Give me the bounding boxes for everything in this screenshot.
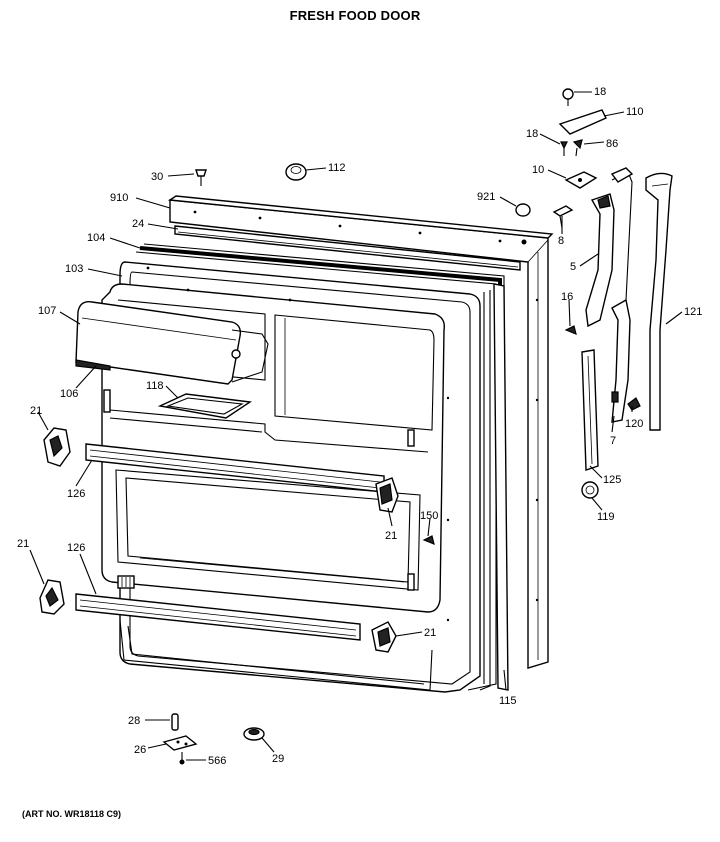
callout-103: 103 bbox=[65, 263, 83, 275]
top-hinge[interactable] bbox=[558, 88, 607, 135]
callout-21-lower-right: 21 bbox=[424, 627, 436, 639]
callout-86: 86 bbox=[606, 138, 618, 150]
pin-28 bbox=[171, 713, 179, 731]
hinge-screw-18 bbox=[560, 141, 568, 156]
callout-120: 120 bbox=[625, 418, 643, 430]
callout-115: 115 bbox=[499, 695, 517, 707]
screw-150 bbox=[422, 535, 435, 545]
callout-921: 921 bbox=[477, 191, 495, 203]
callout-125: 125 bbox=[603, 474, 621, 486]
callout-126-upper: 126 bbox=[67, 488, 85, 500]
handle-7[interactable] bbox=[611, 298, 631, 423]
outer-door bbox=[167, 195, 554, 669]
callout-10: 10 bbox=[532, 164, 544, 176]
shelf-bar-lower[interactable] bbox=[75, 593, 361, 641]
callout-8: 8 bbox=[558, 235, 564, 247]
shelf-end-cap-lower-left[interactable] bbox=[39, 579, 65, 615]
callout-118: 118 bbox=[146, 380, 164, 392]
screw-30 bbox=[195, 169, 207, 186]
handle-bar-125[interactable] bbox=[581, 349, 599, 471]
leader-lines bbox=[29, 91, 683, 761]
handle-trim-121[interactable] bbox=[645, 172, 673, 431]
callout-112: 112 bbox=[328, 162, 346, 174]
callout-121: 121 bbox=[684, 306, 702, 318]
callout-30: 30 bbox=[151, 171, 163, 183]
cap-921 bbox=[515, 203, 531, 217]
callout-16: 16 bbox=[561, 291, 573, 303]
callout-21-upper-right: 21 bbox=[385, 530, 397, 542]
door-assembly bbox=[75, 195, 554, 693]
callout-18: 18 bbox=[526, 128, 538, 140]
callout-106: 106 bbox=[60, 388, 78, 400]
callout-566: 566 bbox=[208, 755, 226, 767]
callout-150: 150 bbox=[420, 510, 438, 522]
callout-110: 110 bbox=[626, 106, 644, 118]
diagram-title: FRESH FOOD DOOR bbox=[290, 8, 421, 23]
callout-119: 119 bbox=[597, 511, 615, 523]
screw-16 bbox=[564, 325, 577, 335]
callout-18-top: 18 bbox=[594, 86, 606, 98]
side-gasket-strip bbox=[493, 283, 509, 691]
hinge-bracket-10[interactable] bbox=[564, 171, 598, 189]
callout-labels: 18 110 18 86 10 30 112 910 921 8 24 104 … bbox=[17, 86, 702, 767]
shelf-end-cap-lower-right[interactable] bbox=[371, 621, 397, 653]
shelf-end-cap-upper-right[interactable] bbox=[375, 477, 399, 513]
callout-104: 104 bbox=[87, 232, 105, 244]
plug-112 bbox=[285, 163, 307, 181]
door-trim bbox=[174, 225, 521, 271]
shelf-end-cap-upper-left[interactable] bbox=[43, 427, 71, 467]
callout-24: 24 bbox=[132, 218, 144, 230]
screw-120 bbox=[627, 397, 641, 411]
callout-7: 7 bbox=[610, 435, 616, 447]
callout-21-upper-left: 21 bbox=[30, 405, 42, 417]
callout-26: 26 bbox=[134, 744, 146, 756]
bracket-26 bbox=[162, 735, 198, 751]
cam-119 bbox=[581, 481, 599, 499]
cap-29 bbox=[243, 727, 265, 741]
callout-28: 28 bbox=[128, 715, 140, 727]
callout-107: 107 bbox=[38, 305, 56, 317]
hinge-pin-8 bbox=[552, 205, 574, 229]
callout-5: 5 bbox=[570, 261, 576, 273]
butter-compartment[interactable] bbox=[75, 301, 269, 385]
art-number: (ART NO. WR18118 C9) bbox=[22, 809, 121, 819]
screw-566 bbox=[179, 752, 185, 765]
callout-910: 910 bbox=[110, 192, 128, 204]
hinge-screw-86 bbox=[572, 139, 583, 157]
callout-126-lower: 126 bbox=[67, 542, 85, 554]
callout-29: 29 bbox=[272, 753, 284, 765]
callout-21-lower-left: 21 bbox=[17, 538, 29, 550]
